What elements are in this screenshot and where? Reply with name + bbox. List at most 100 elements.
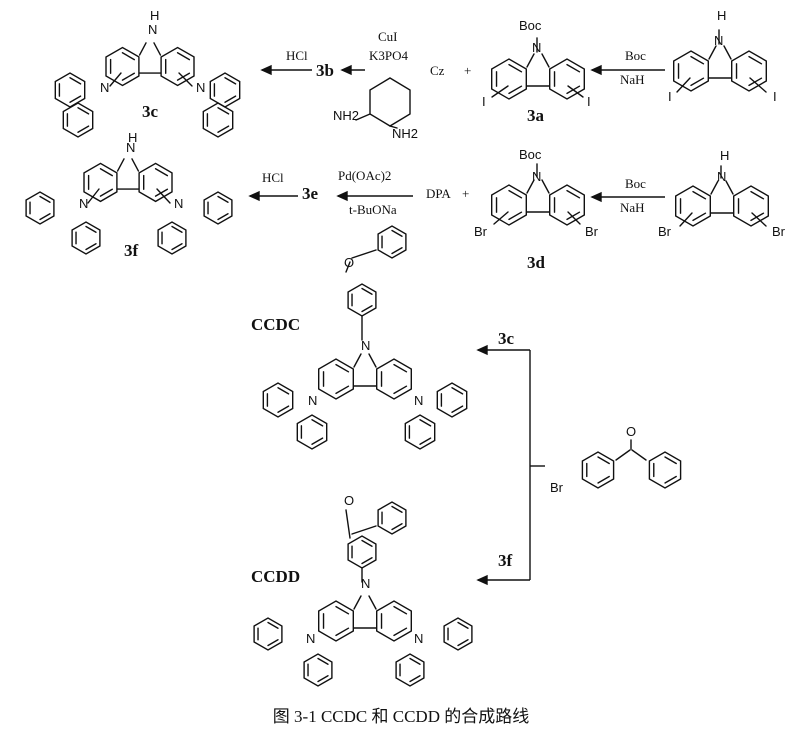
double-bond bbox=[419, 419, 432, 427]
bond bbox=[345, 261, 351, 273]
atom-h: H bbox=[150, 8, 159, 23]
bond bbox=[351, 525, 377, 535]
bond bbox=[526, 53, 535, 68]
double-bond bbox=[409, 675, 421, 683]
bond bbox=[87, 188, 100, 204]
atom-nh2: NH2 bbox=[333, 108, 359, 123]
double-bond bbox=[99, 188, 113, 197]
atom-br: Br bbox=[772, 224, 786, 239]
double-bond bbox=[664, 475, 677, 484]
carbazole-substituent-ring bbox=[62, 102, 94, 138]
atom-i: I bbox=[587, 94, 591, 109]
bond bbox=[491, 85, 509, 98]
bond bbox=[131, 158, 140, 172]
double-bond bbox=[99, 168, 113, 177]
double-bond bbox=[750, 212, 765, 222]
plus-sign: + bbox=[464, 63, 471, 78]
double-bond bbox=[508, 211, 523, 221]
phenyl-ring bbox=[203, 191, 233, 225]
bond bbox=[351, 249, 377, 259]
double-bond bbox=[267, 621, 279, 629]
double-bond bbox=[171, 243, 183, 251]
double-bond bbox=[393, 363, 408, 373]
reagent-nah: NaH bbox=[620, 72, 645, 87]
double-bond bbox=[457, 639, 469, 647]
reaction-arrows bbox=[248, 64, 665, 586]
ccdc-carbazole-core-left-ring bbox=[318, 358, 354, 400]
atom-nh2: NH2 bbox=[392, 126, 418, 141]
double-bond bbox=[690, 55, 705, 65]
compound-3c: 3c bbox=[142, 102, 159, 121]
bond bbox=[345, 509, 351, 539]
atom-h: H bbox=[717, 8, 726, 23]
double-bond bbox=[217, 107, 230, 115]
double-bond bbox=[311, 419, 324, 427]
double-bond bbox=[597, 475, 610, 484]
carbazole-substituent-ring bbox=[296, 414, 328, 450]
carbazole-3-6-diiodo-left-ring bbox=[673, 50, 709, 92]
ccdd-carbazole-core-left-ring bbox=[318, 600, 354, 642]
atom-boc: Boc bbox=[519, 147, 542, 162]
double-bond bbox=[154, 188, 169, 197]
double-bond bbox=[566, 211, 581, 221]
figure-caption: 图 3-1 CCDC 和 CCDD 的合成路线 bbox=[273, 707, 529, 726]
double-bond bbox=[361, 305, 373, 313]
double-bond bbox=[451, 405, 464, 413]
carbazole-3-6-dibromo-right-ring bbox=[733, 185, 769, 227]
bond bbox=[109, 72, 122, 87]
atom-i: I bbox=[773, 89, 777, 104]
compound-ccdd: CCDD bbox=[251, 567, 300, 586]
double-bond bbox=[69, 95, 82, 103]
bond bbox=[353, 595, 362, 610]
bond bbox=[723, 45, 732, 60]
atom-o: O bbox=[626, 424, 636, 439]
double-bond bbox=[393, 385, 408, 395]
bond bbox=[567, 85, 584, 98]
double-bond bbox=[335, 605, 350, 615]
atom-n: N bbox=[148, 22, 157, 37]
bromophenyl-ring bbox=[581, 451, 615, 489]
ccdc-ccdd-labels: O CCDC N N N 3c 3f O Br O CCDD N N N bbox=[251, 255, 636, 646]
atom-br: Br bbox=[550, 480, 564, 495]
phenyl-ring bbox=[303, 653, 333, 687]
compound-3f: 3f bbox=[498, 551, 513, 570]
reagent-cui: CuI bbox=[378, 29, 398, 44]
double-bond bbox=[361, 287, 373, 295]
double-bond bbox=[317, 657, 329, 665]
phenyl-ring bbox=[253, 617, 283, 651]
compound-3d: 3d bbox=[527, 253, 546, 272]
double-bond bbox=[335, 363, 350, 373]
atom-n: N bbox=[714, 33, 723, 48]
phenyl-ring bbox=[443, 617, 473, 651]
reagent-t-buona: t-BuONa bbox=[349, 202, 397, 217]
double-bond bbox=[39, 195, 51, 203]
carbazole-substituent-ring bbox=[436, 382, 468, 418]
compound-3d-core-left-ring bbox=[491, 184, 527, 226]
compound-3c: 3c bbox=[498, 329, 515, 348]
benzophenone-phenyl-ring bbox=[648, 451, 682, 489]
double-bond bbox=[748, 55, 763, 65]
reagent-cz: Cz bbox=[430, 63, 445, 78]
bond bbox=[725, 180, 734, 195]
bond bbox=[138, 42, 147, 56]
double-bond bbox=[217, 195, 229, 203]
atom-n: N bbox=[196, 80, 205, 95]
reagent-k3po4: K3PO4 bbox=[369, 48, 409, 63]
arrow-head bbox=[476, 574, 488, 586]
ccdd-carbazole-core-right-ring bbox=[376, 600, 412, 642]
bond bbox=[153, 42, 162, 56]
double-bond bbox=[361, 539, 373, 547]
atom-boc: Boc bbox=[519, 18, 542, 33]
compound-3f: 3f bbox=[124, 241, 139, 260]
atom-i: I bbox=[482, 94, 486, 109]
bond bbox=[567, 211, 581, 225]
double-bond bbox=[224, 77, 237, 85]
bond bbox=[389, 125, 398, 129]
atom-br: Br bbox=[585, 224, 599, 239]
arrow-head bbox=[336, 190, 348, 202]
compound-3f-core-right-ring bbox=[138, 162, 173, 203]
double-bond bbox=[335, 627, 350, 637]
double-bond bbox=[692, 190, 707, 200]
cyclohexane-ring bbox=[369, 77, 411, 127]
compound-3c-core-right-ring bbox=[160, 46, 195, 87]
